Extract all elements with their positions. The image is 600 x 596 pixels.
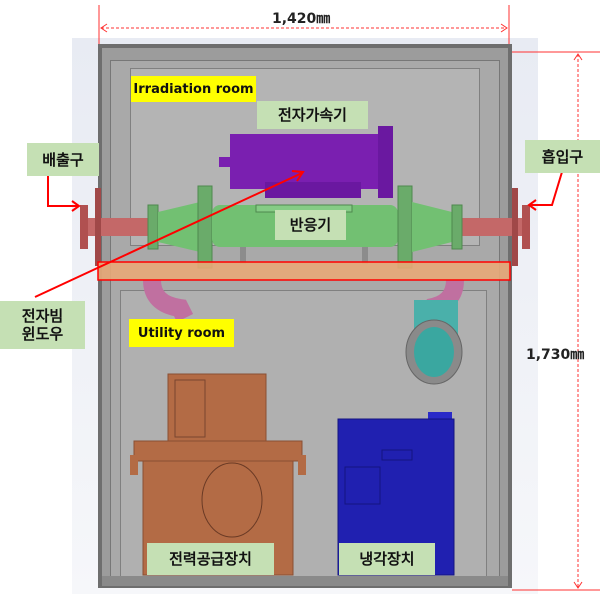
height-dimension: 1,730㎜ <box>526 347 585 363</box>
width-dimension: 1,420㎜ <box>272 11 331 27</box>
utility-room-label: Utility room <box>129 319 234 347</box>
inlet-label: 흡입구 <box>525 140 600 173</box>
bottom-rail <box>102 576 508 586</box>
reactor-shape <box>147 185 463 269</box>
elbow-pipe <box>143 279 194 323</box>
beam-window-label: 전자빔 윈도우 <box>0 301 85 349</box>
accelerator-label: 전자가속기 <box>257 101 368 129</box>
electron-beam-window-bar <box>97 261 511 281</box>
power-supply-label: 전력공급장치 <box>147 543 274 575</box>
reactor-label: 반응기 <box>275 210 346 240</box>
cooler-label: 냉각장치 <box>339 543 435 575</box>
pipes <box>80 188 530 266</box>
width-dimension-line <box>98 5 510 44</box>
height-dimension-line <box>512 51 600 591</box>
accelerator-shape <box>219 126 393 198</box>
outlet-label: 배출구 <box>27 143 99 176</box>
irradiation-room-label: Irradiation room <box>131 76 256 102</box>
annotation-arrows <box>34 170 563 298</box>
